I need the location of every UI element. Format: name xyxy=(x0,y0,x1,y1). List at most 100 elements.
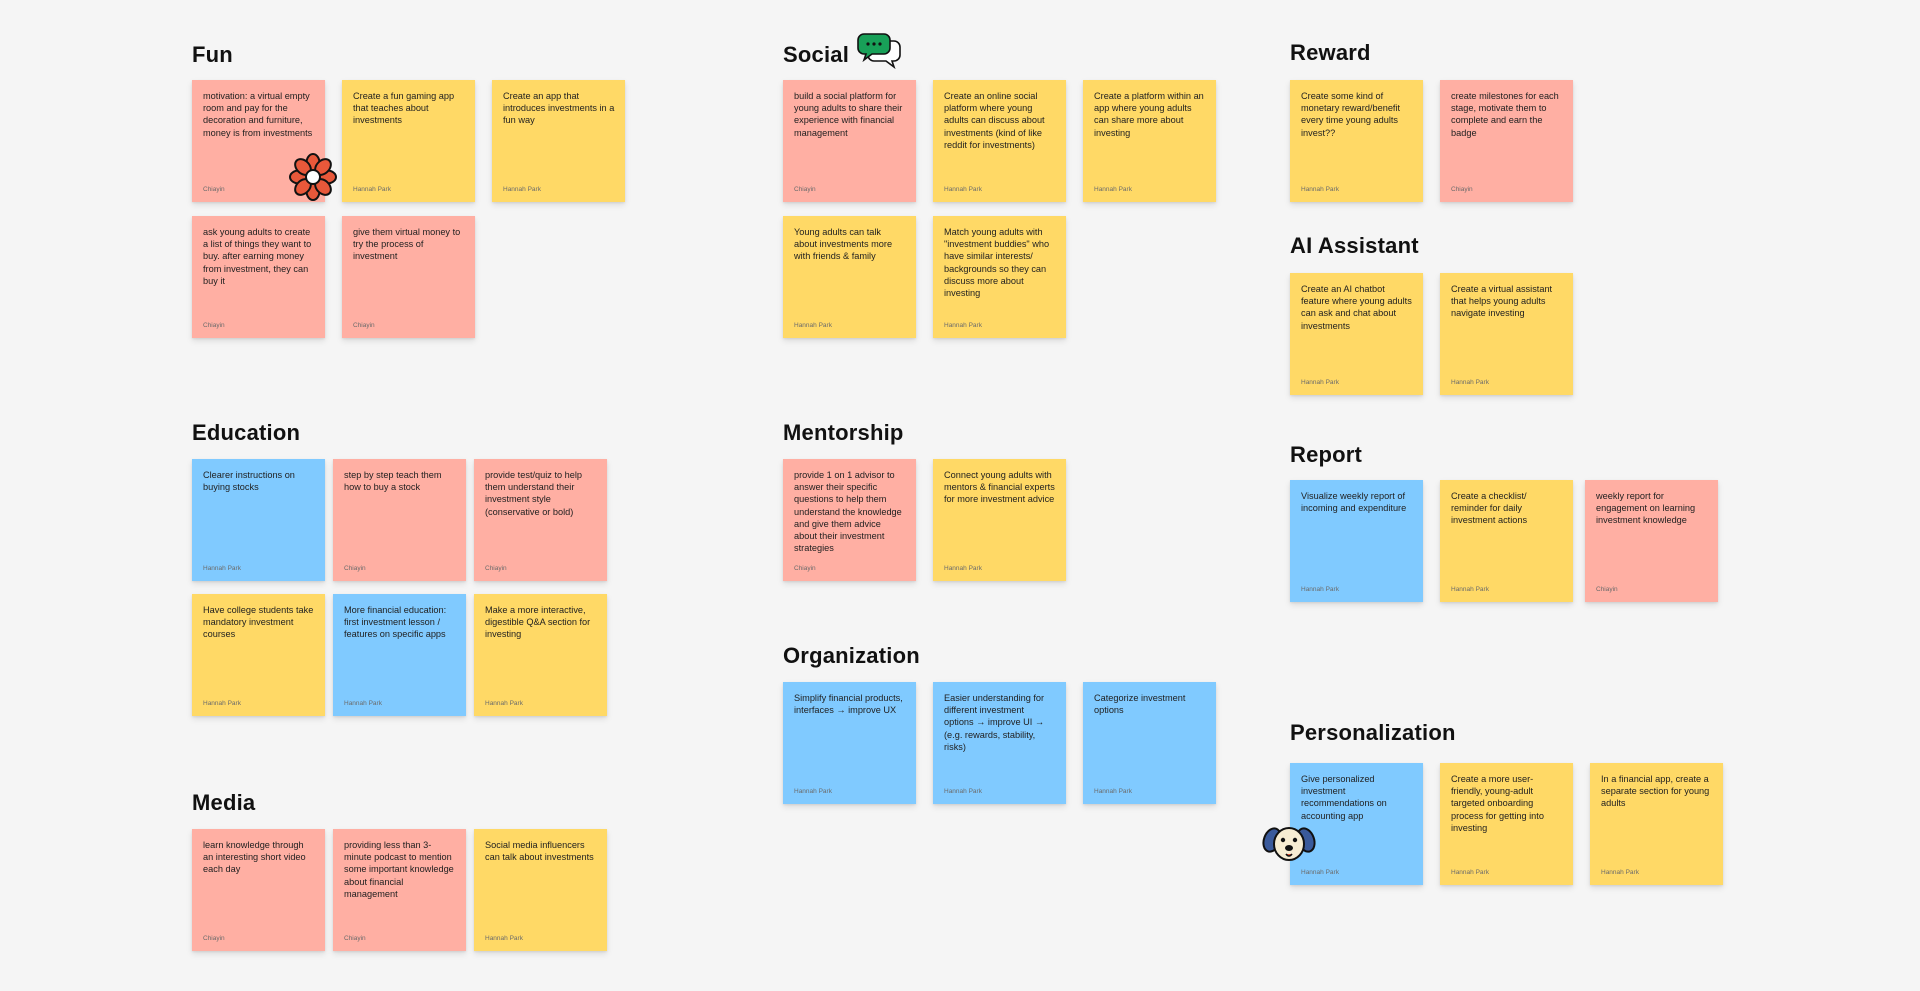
sticky-note-text: provide 1 on 1 advisor to answer their s… xyxy=(794,470,902,554)
sticky-note[interactable]: motivation: a virtual empty room and pay… xyxy=(192,80,325,202)
sticky-note-text: weekly report for engagement on learning… xyxy=(1596,491,1696,526)
sticky-note-text: Create a platform within an app where yo… xyxy=(1094,91,1204,138)
sticky-note[interactable]: Simplify financial products, interfaces … xyxy=(783,682,916,804)
sticky-note[interactable]: Create a fun gaming app that teaches abo… xyxy=(342,80,475,202)
sticky-note-author: Hannah Park xyxy=(503,186,541,193)
sticky-note[interactable]: step by step teach them how to buy a sto… xyxy=(333,459,466,581)
sticky-note[interactable]: give them virtual money to try the proce… xyxy=(342,216,475,338)
sticky-note[interactable]: weekly report for engagement on learning… xyxy=(1585,480,1718,602)
sticky-note[interactable]: Social media influencers can talk about … xyxy=(474,829,607,951)
sticky-note[interactable]: In a financial app, create a separate se… xyxy=(1590,763,1723,885)
sticky-note-author: Chiayin xyxy=(1596,586,1618,593)
sticky-note-author: Hannah Park xyxy=(794,788,832,795)
sticky-note-text: Create a virtual assistant that helps yo… xyxy=(1451,284,1553,319)
sticky-note[interactable]: providing less than 3-minute podcast to … xyxy=(333,829,466,951)
sticky-note-text: Create a checklist/ reminder for daily i… xyxy=(1451,491,1528,526)
sticky-note-text: Simplify financial products, interfaces … xyxy=(794,693,903,716)
flower-sticker-icon[interactable] xyxy=(288,152,338,202)
sticky-note[interactable]: learn knowledge through an interesting s… xyxy=(192,829,325,951)
sticky-note-text: Create a fun gaming app that teaches abo… xyxy=(353,91,455,126)
sticky-note-text: Young adults can talk about investments … xyxy=(794,227,893,262)
sticky-note-text: Create an online social platform where y… xyxy=(944,91,1045,150)
sticky-note-author: Chiayin xyxy=(203,322,225,329)
section-heading-organization[interactable]: Organization xyxy=(783,643,920,668)
section-heading-social[interactable]: Social xyxy=(783,42,850,67)
sticky-note[interactable]: Clearer instructions on buying stocks Ha… xyxy=(192,459,325,581)
sticky-note-author: Hannah Park xyxy=(1094,186,1132,193)
sticky-note-text: create milestones for each stage, motiva… xyxy=(1451,91,1559,138)
section-heading-media[interactable]: Media xyxy=(192,790,256,815)
sticky-note[interactable]: Easier understanding for different inves… xyxy=(933,682,1066,804)
dog-sticker-icon[interactable] xyxy=(1260,820,1318,868)
sticky-note[interactable]: Create a checklist/ reminder for daily i… xyxy=(1440,480,1573,602)
section-heading-mentorship[interactable]: Mentorship xyxy=(783,420,904,445)
sticky-note[interactable]: create milestones for each stage, motiva… xyxy=(1440,80,1573,202)
sticky-note-author: Hannah Park xyxy=(944,565,982,572)
section-heading-ai-assistant[interactable]: AI Assistant xyxy=(1290,233,1419,258)
sticky-note-author: Hannah Park xyxy=(944,322,982,329)
section-heading-report[interactable]: Report xyxy=(1290,442,1363,467)
sticky-note-author: Hannah Park xyxy=(1301,869,1339,876)
sticky-note-author: Chiayin xyxy=(1451,186,1473,193)
sticky-note-author: Hannah Park xyxy=(944,788,982,795)
sticky-note-author: Hannah Park xyxy=(203,700,241,707)
section-heading-fun[interactable]: Fun xyxy=(192,42,233,67)
sticky-note[interactable]: More financial education: first investme… xyxy=(333,594,466,716)
sticky-note-text: motivation: a virtual empty room and pay… xyxy=(203,91,313,138)
section-heading-education[interactable]: Education xyxy=(192,420,301,445)
sticky-note-text: Create an app that introduces investment… xyxy=(503,91,615,126)
sticky-note-author: Hannah Park xyxy=(1301,186,1339,193)
sticky-note-text: Visualize weekly report of incoming and … xyxy=(1301,491,1407,514)
sticky-note-author: Chiayin xyxy=(344,565,366,572)
sticky-note[interactable]: Make a more interactive, digestible Q&A … xyxy=(474,594,607,716)
sticky-note-author: Chiayin xyxy=(794,186,816,193)
sticky-note[interactable]: Create some kind of monetary reward/bene… xyxy=(1290,80,1423,202)
sticky-note-author: Chiayin xyxy=(485,565,507,572)
sticky-note-text: build a social platform for young adults… xyxy=(794,91,903,138)
chat-bubbles-icon xyxy=(857,33,901,70)
sticky-note[interactable]: Have college students take mandatory inv… xyxy=(192,594,325,716)
sticky-note-text: Match young adults with "investment budd… xyxy=(944,227,1050,299)
sticky-note[interactable]: ask young adults to create a list of thi… xyxy=(192,216,325,338)
sticky-note-text: learn knowledge through an interesting s… xyxy=(203,840,306,875)
sticky-note-author: Chiayin xyxy=(353,322,375,329)
sticky-note[interactable]: provide test/quiz to help them understan… xyxy=(474,459,607,581)
sticky-note-author: Hannah Park xyxy=(353,186,391,193)
sticky-note-text: Create an AI chatbot feature where young… xyxy=(1301,284,1412,331)
sticky-note[interactable]: provide 1 on 1 advisor to answer their s… xyxy=(783,459,916,581)
sticky-note-author: Chiayin xyxy=(203,186,225,193)
sticky-note-text: Clearer instructions on buying stocks xyxy=(203,470,295,493)
sticky-note-text: Create some kind of monetary reward/bene… xyxy=(1301,91,1401,138)
sticky-note-author: Hannah Park xyxy=(794,322,832,329)
sticky-note-author: Hannah Park xyxy=(1451,379,1489,386)
sticky-note-text: give them virtual money to try the proce… xyxy=(353,227,461,262)
sticky-note[interactable]: Visualize weekly report of incoming and … xyxy=(1290,480,1423,602)
section-heading-reward[interactable]: Reward xyxy=(1290,40,1371,65)
sticky-note[interactable]: Create an online social platform where y… xyxy=(933,80,1066,202)
sticky-note[interactable]: Give personalized investment recommendat… xyxy=(1290,763,1423,885)
sticky-note[interactable]: Create a more user-friendly, young-adult… xyxy=(1440,763,1573,885)
sticky-note[interactable]: Young adults can talk about investments … xyxy=(783,216,916,338)
sticky-note[interactable]: Create a virtual assistant that helps yo… xyxy=(1440,273,1573,395)
sticky-note[interactable]: Create a platform within an app where yo… xyxy=(1083,80,1216,202)
sticky-note-text: Connect young adults with mentors & fina… xyxy=(944,470,1055,505)
sticky-note-text: providing less than 3-minute podcast to … xyxy=(344,840,454,899)
sticky-note-text: Easier understanding for different inves… xyxy=(944,693,1045,752)
sticky-note[interactable]: Match young adults with "investment budd… xyxy=(933,216,1066,338)
sticky-note[interactable]: build a social platform for young adults… xyxy=(783,80,916,202)
sticky-note-author: Hannah Park xyxy=(485,935,523,942)
sticky-note[interactable]: Create an AI chatbot feature where young… xyxy=(1290,273,1423,395)
sticky-note[interactable]: Connect young adults with mentors & fina… xyxy=(933,459,1066,581)
section-heading-personalization[interactable]: Personalization xyxy=(1290,720,1456,745)
sticky-note-text: Social media influencers can talk about … xyxy=(485,840,594,863)
sticky-note[interactable]: Create an app that introduces investment… xyxy=(492,80,625,202)
sticky-note[interactable]: Categorize investment options Hannah Par… xyxy=(1083,682,1216,804)
sticky-note-author: Chiayin xyxy=(344,935,366,942)
sticky-note-author: Hannah Park xyxy=(485,700,523,707)
sticky-note-author: Hannah Park xyxy=(1601,869,1639,876)
sticky-note-text: Make a more interactive, digestible Q&A … xyxy=(485,605,591,640)
sticky-note-text: ask young adults to create a list of thi… xyxy=(203,227,312,286)
sticky-note-text: step by step teach them how to buy a sto… xyxy=(344,470,442,493)
sticky-note-text: Give personalized investment recommendat… xyxy=(1301,774,1387,821)
